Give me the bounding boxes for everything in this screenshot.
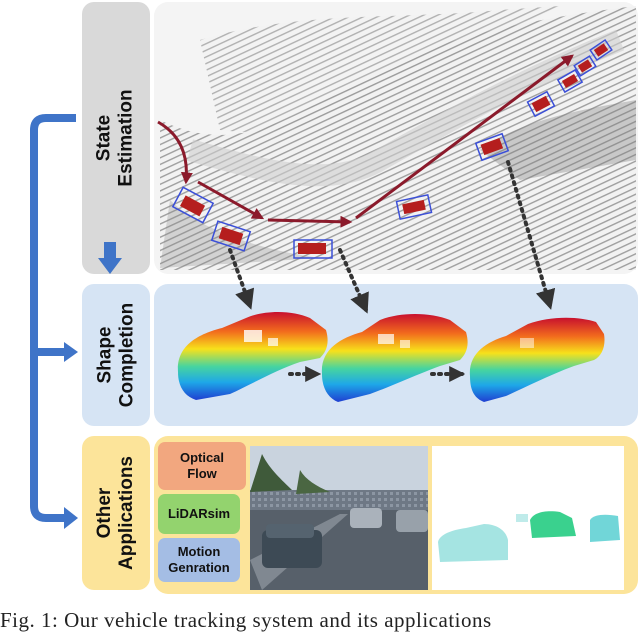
optical-flow-label: Optical Flow (179, 450, 225, 481)
figure-caption: Fig. 1: Our vehicle tracking system and … (0, 608, 492, 632)
optical-flow-chip: Optical Flow (158, 442, 246, 490)
motion-generation-label: Motion Genration (168, 544, 230, 575)
vehicle-box (171, 186, 215, 224)
vehicle-box (573, 55, 597, 77)
car-shape-refined (321, 314, 468, 402)
other-applications-stage: Other Applications (82, 436, 150, 590)
camera-image (250, 446, 428, 590)
shape-completion-stage: Shape Completion (82, 284, 150, 426)
vehicle-box (526, 90, 556, 118)
lidar-point-cloud (160, 6, 636, 270)
car-shape-partial (177, 312, 328, 400)
lidarsim-chip: LiDARsim (158, 494, 240, 534)
motion-generation-chip: Motion Genration (158, 538, 240, 582)
completed-car-shapes (177, 312, 605, 402)
trajectory-arrows (157, 54, 574, 228)
dotted-link-arrows (228, 160, 556, 382)
vehicle-box (589, 38, 613, 62)
vehicle-box (210, 220, 252, 252)
vehicle-box (556, 68, 584, 94)
vehicle-box (395, 193, 433, 221)
vehicle-box (293, 239, 333, 259)
stage-flow-arrows (30, 114, 122, 529)
lidarsim-label: LiDARsim (167, 506, 231, 521)
vehicle-box (474, 132, 510, 162)
state-estimation-stage: State Estimation (82, 2, 150, 274)
flow-visualization (432, 446, 624, 590)
car-shape-complete (469, 317, 605, 402)
tracked-vehicles (171, 38, 613, 259)
